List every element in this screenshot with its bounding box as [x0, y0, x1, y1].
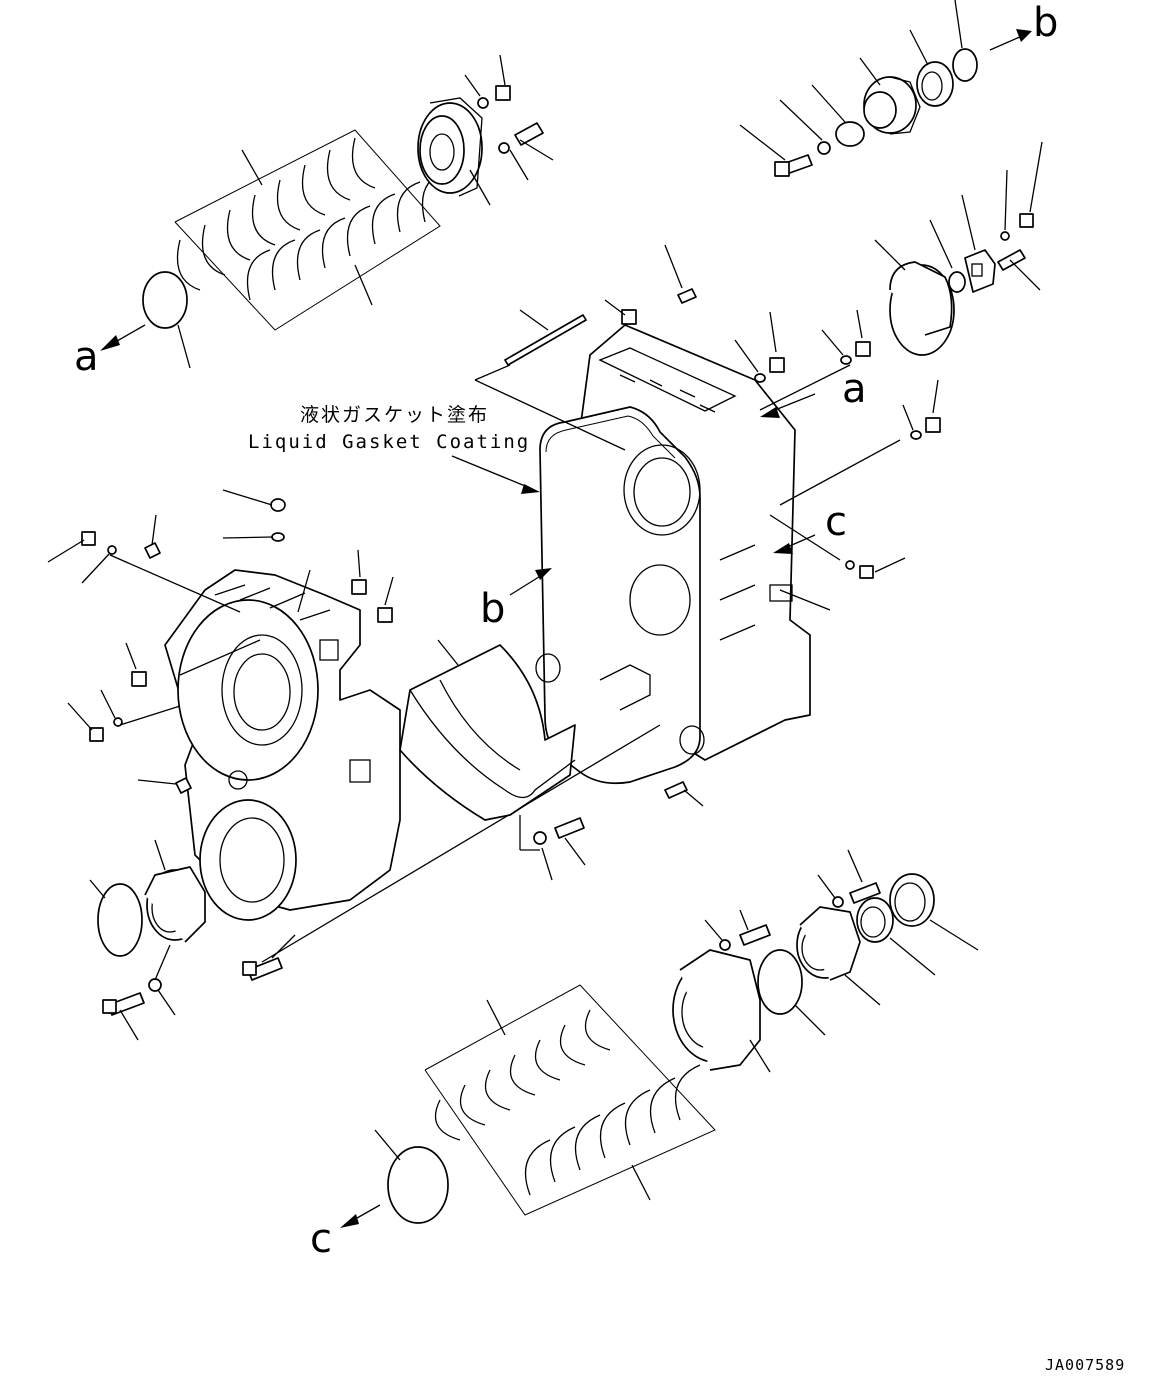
gasket-note: 液状ガスケット塗布 Liquid Gasket Coating [248, 403, 540, 494]
oil-seal-cover-left [144, 839, 206, 943]
bolt-left-bottom [102, 944, 176, 1041]
shim-disc-bottom [757, 949, 826, 1036]
cap-plate [811, 84, 865, 147]
leader-lines-case [474, 364, 901, 611]
arrow-c-bottom: c [310, 1204, 381, 1262]
transmission-case-front [164, 569, 401, 921]
cover-disc-a [142, 271, 191, 369]
ref-c-label-bottom: c [310, 1216, 332, 1262]
bearing-cage-top [417, 97, 491, 206]
shim-pack-bottom [424, 984, 716, 1216]
arrow-a-right: a [760, 366, 867, 418]
bolt-bottom-right [817, 849, 881, 908]
drawing-code: JA007589 [1045, 1356, 1125, 1374]
ref-a-label: a [74, 334, 99, 380]
dowel-pin-bottom [664, 781, 704, 807]
ref-b-label-mid: b [480, 586, 505, 632]
snap-ring-top [952, 0, 978, 82]
bolt-cage-bottom [704, 909, 771, 951]
bearing-cage-bottom-2 [796, 906, 881, 1006]
plug-top [464, 54, 511, 109]
snap-ring-bottom [889, 873, 979, 951]
plug-group-center-top [734, 309, 871, 383]
bolt-top-cage [498, 122, 554, 181]
bearing-cone-top [859, 57, 921, 135]
arrow-a-left: a [74, 324, 146, 380]
ref-a-label-right: a [842, 366, 867, 412]
cover-disc-left [89, 879, 143, 957]
arrow-c-right: c [773, 499, 847, 554]
rod-pin [504, 309, 587, 366]
gasket-note-en: Liquid Gasket Coating [248, 431, 530, 453]
bearing-race-top [909, 29, 954, 107]
nut-top [604, 299, 637, 325]
transmission-case-rear [535, 324, 811, 785]
plug-right-mid [902, 379, 941, 440]
arrow-b-mid: b [480, 568, 552, 632]
dowel-pin-top [664, 244, 697, 304]
shim-pack-top-left [174, 129, 446, 331]
arrow-b-top: b [989, 0, 1058, 51]
bolt-valve-right [997, 141, 1043, 291]
plugs-left [47, 489, 394, 794]
ref-b-label-top: b [1033, 0, 1058, 46]
seal-cup [874, 239, 955, 356]
bolt-guard [519, 815, 586, 881]
oil-guard [399, 639, 576, 821]
seal-ring-bottom [856, 897, 936, 976]
plug-right-small [845, 557, 906, 579]
bolt-case-joint [242, 724, 661, 981]
bearing-cage-bottom [672, 949, 771, 1073]
cover-disc-c [374, 1129, 449, 1224]
bolt-top-right [739, 99, 831, 177]
ref-c-label-right: c [825, 499, 847, 545]
oring-right [929, 219, 966, 293]
valve-plate-right [961, 194, 996, 293]
gasket-note-jp: 液状ガスケット塗布 [300, 403, 489, 426]
gasket-outline-rear [545, 415, 676, 459]
